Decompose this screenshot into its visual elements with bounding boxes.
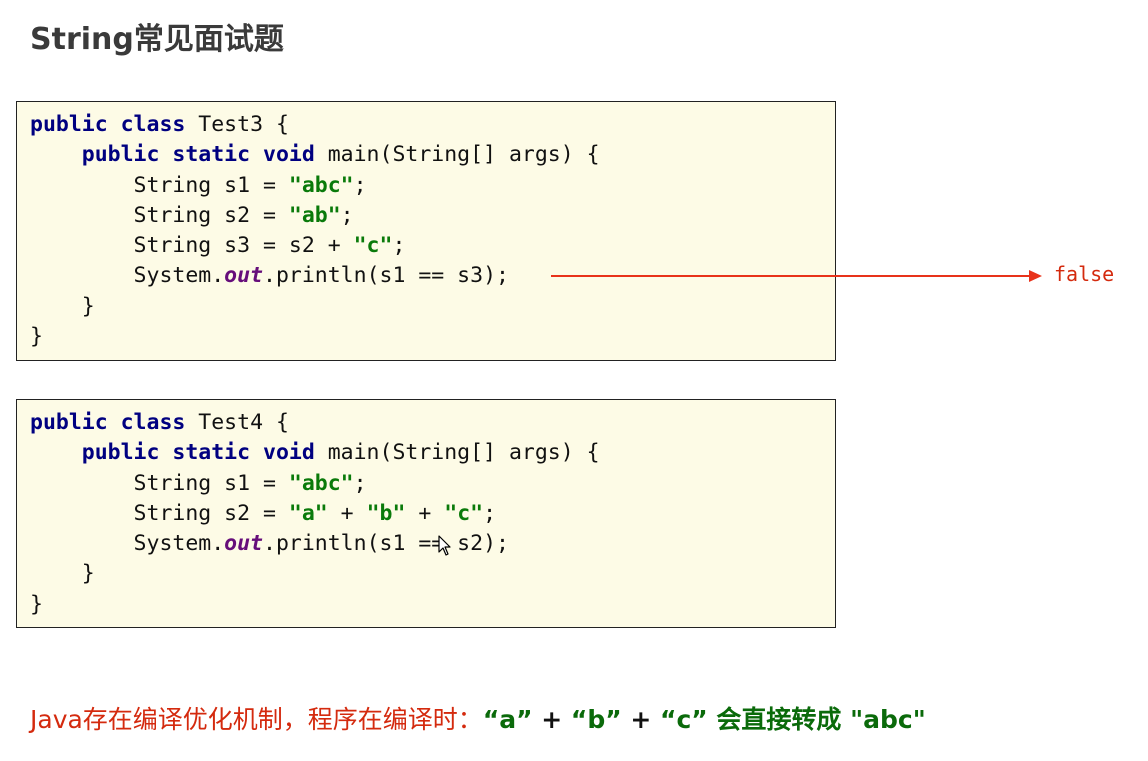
code-line: public class Test4 {: [30, 410, 289, 435]
result-false-label: false: [1054, 262, 1115, 286]
note-suffix: 会直接转成: [707, 705, 851, 734]
note-literal-c: “c”: [660, 705, 708, 734]
code-block-test3: public class Test3 { public static void …: [16, 101, 836, 361]
code-line: String s2 = "a" + "b" + "c";: [30, 500, 497, 526]
note-plus: +: [621, 705, 661, 734]
page-title: String常见面试题: [30, 22, 284, 57]
code-line: String s3 = s2 + "c";: [30, 233, 406, 259]
note-literal-b: “b”: [570, 705, 622, 734]
compile-optimization-note: Java存在编译优化机制，程序在编译时：“a” + “b” + “c” 会直接转…: [30, 700, 926, 736]
note-plus: +: [532, 705, 571, 734]
note-prefix: Java存在编译优化机制，程序在编译时：: [30, 705, 483, 734]
code-line: public static void main(String[] args) {: [81, 440, 600, 466]
code-line: }: [30, 591, 43, 617]
code-line: }: [30, 561, 95, 587]
code-line: System.out.println(s1 == s2);: [30, 531, 509, 557]
code-line: }: [30, 293, 95, 319]
code-block-test4: public class Test4 { public static void …: [16, 399, 836, 628]
code-line: }: [30, 324, 43, 350]
code-line: String s2 = "ab";: [30, 202, 354, 228]
code-line: public static void main(String[] args) {: [81, 142, 600, 168]
mouse-cursor-icon: [438, 535, 451, 556]
code-line: String s1 = "abc";: [30, 172, 367, 198]
code-line: public class Test3 {: [30, 112, 289, 137]
code-line: System.out.println(s1 == s3);: [30, 263, 509, 289]
note-result: "abc": [850, 705, 926, 734]
note-literal-a: “a”: [482, 705, 533, 734]
code-line: String s1 = "abc";: [30, 470, 367, 496]
